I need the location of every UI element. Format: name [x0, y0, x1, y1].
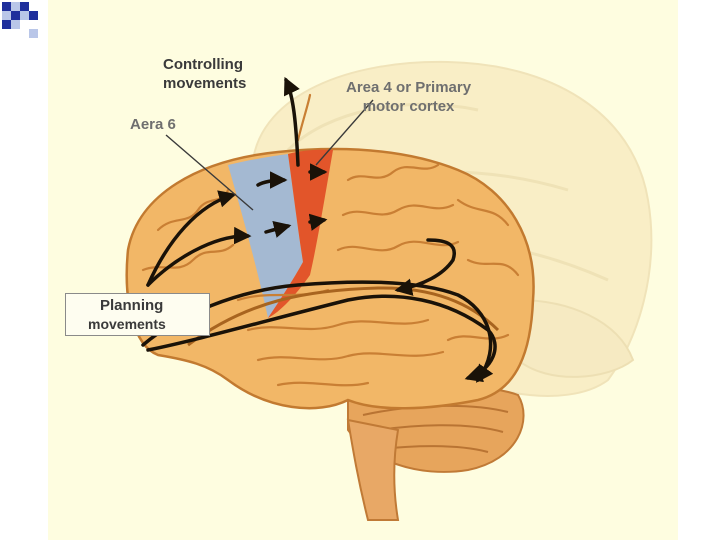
bullet-square — [2, 20, 11, 29]
bullet-square — [11, 11, 20, 20]
bullet-square — [11, 2, 20, 11]
bullet-square — [2, 2, 11, 11]
label-area6-text: Aera 6 — [130, 115, 176, 134]
label-planning-line2: movements — [88, 315, 166, 334]
brain-stem — [348, 420, 398, 520]
bullet-square — [29, 29, 38, 38]
label-controlling-line1: Controlling — [163, 55, 246, 74]
planning-movements-box: Planning movements — [65, 293, 210, 336]
bullet-square — [20, 2, 29, 11]
label-controlling-line2: movements — [163, 74, 246, 93]
label-area-4: Area 4 or Primary motor cortex — [346, 78, 471, 116]
label-planning-movements: Planning movements — [88, 296, 166, 334]
label-area4-line2: motor cortex — [346, 97, 471, 116]
label-planning-line1: Planning — [88, 296, 166, 315]
cerebrum — [127, 149, 534, 408]
bullet-square — [11, 20, 20, 29]
label-area4-line1: Area 4 or Primary — [346, 78, 471, 97]
label-area-6: Aera 6 — [130, 115, 176, 134]
brain-illustration: Controlling movements Area 4 or Primary … — [48, 0, 678, 540]
bullet-square — [2, 11, 11, 20]
bullet-square — [20, 11, 29, 20]
label-controlling-movements: Controlling movements — [163, 55, 246, 93]
arrow-premotor-to-motor-lower — [310, 220, 324, 222]
bullet-square — [29, 11, 38, 20]
